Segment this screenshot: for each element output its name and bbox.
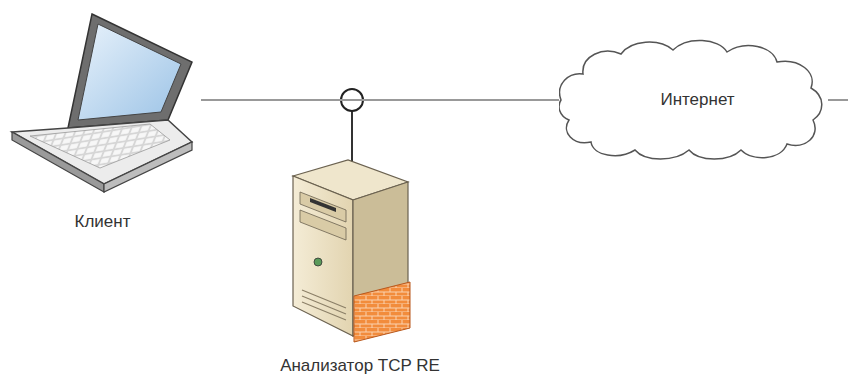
node-label: Анализатор TCP RE [222, 356, 498, 376]
network-link [201, 99, 559, 101]
node-label: Интернет [559, 90, 836, 110]
client-laptop: Клиент [4, 12, 201, 232]
internet-cloud: Интернет [559, 38, 836, 162]
analyzer-server: Анализатор TCP RE [222, 150, 498, 376]
outbound-wire [828, 99, 848, 101]
server-icon [293, 160, 410, 342]
laptop-icon [12, 14, 192, 192]
node-label: Клиент [4, 212, 201, 232]
